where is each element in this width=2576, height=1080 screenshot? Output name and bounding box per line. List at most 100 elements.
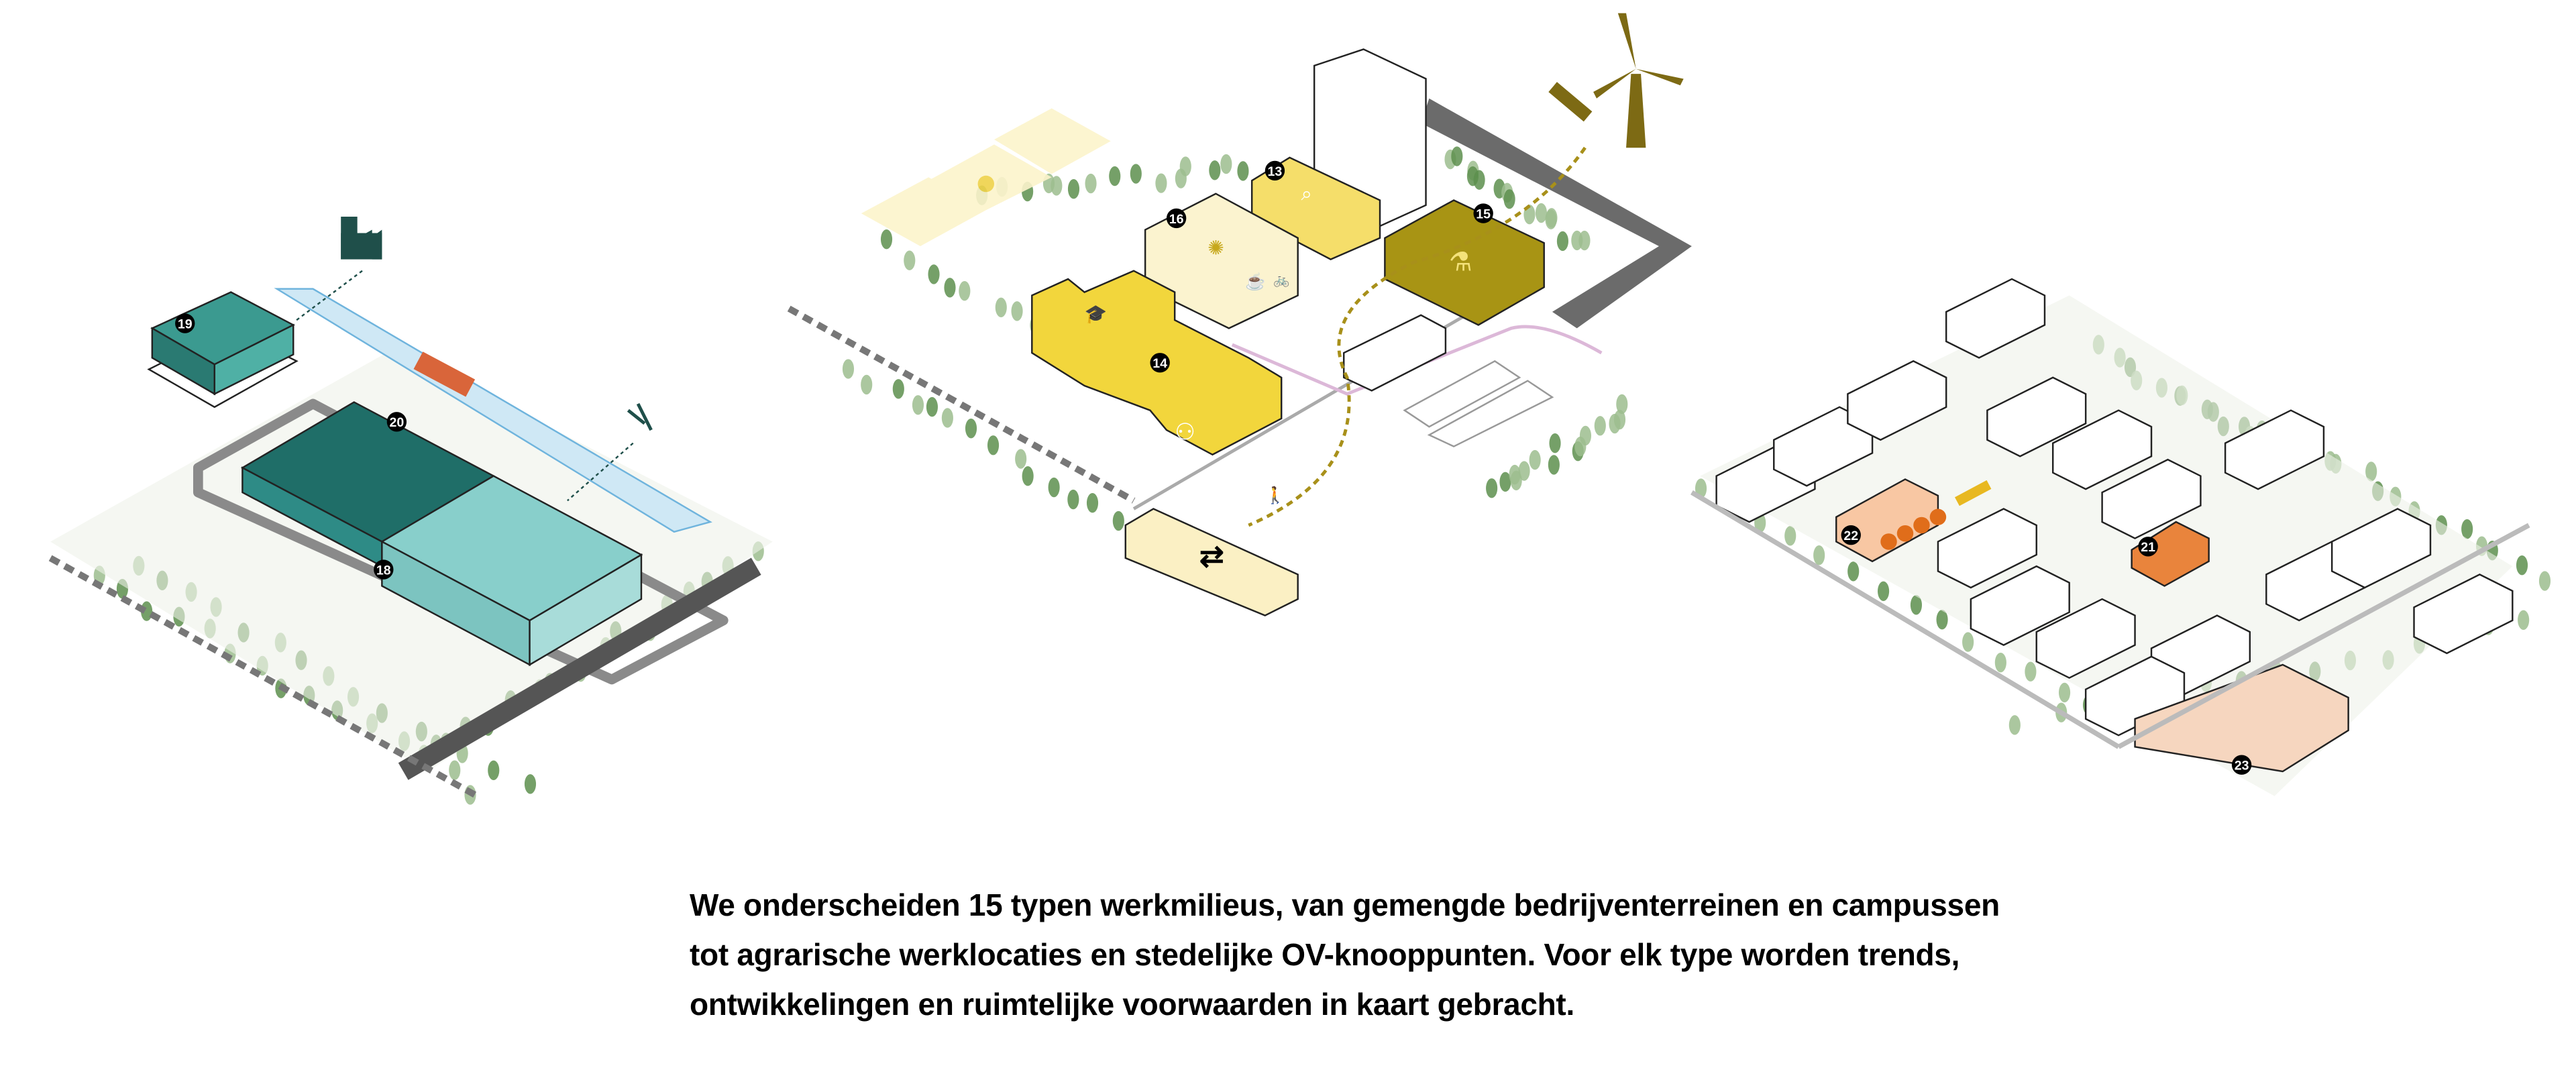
highway-curve: [1421, 98, 1692, 329]
tree: [1015, 449, 1027, 469]
tree: [861, 374, 873, 395]
tree: [1179, 156, 1191, 176]
svg-text:13: 13: [1268, 164, 1283, 179]
tree: [1220, 154, 1232, 174]
train-station-icon: ⇄: [1199, 540, 1224, 573]
tree: [1022, 466, 1034, 486]
svg-text:21: 21: [2141, 540, 2155, 555]
tree: [1910, 595, 1923, 615]
tree: [1048, 477, 1060, 498]
tree: [987, 435, 1000, 455]
tree: [2008, 715, 2021, 735]
urban-building: [1970, 565, 2070, 646]
tree: [2058, 682, 2071, 703]
urban-building: [2051, 409, 2153, 490]
tree: [1209, 160, 1221, 180]
tree: [1847, 561, 1860, 582]
tree: [912, 395, 924, 415]
tree: [1086, 493, 1099, 513]
tree: [2025, 661, 2037, 682]
svg-text:20: 20: [390, 415, 405, 430]
lightbulb-icon: ✺: [1208, 237, 1224, 259]
marker-18: 18: [374, 559, 394, 580]
tree: [488, 760, 500, 780]
tree: [1486, 478, 1498, 498]
highway: [398, 557, 761, 780]
tree: [1112, 510, 1124, 531]
tree: [1109, 166, 1121, 186]
tree: [2461, 519, 2473, 539]
tree: [880, 229, 893, 250]
tree: [2538, 571, 2551, 591]
tree: [1085, 173, 1097, 194]
street: [2117, 523, 2530, 749]
flask-icon: ⚗: [1449, 248, 1472, 277]
tree: [449, 760, 461, 780]
tree: [1548, 455, 1560, 475]
tree: [1451, 146, 1463, 166]
marker-14: 14: [1150, 353, 1170, 373]
tree: [926, 396, 938, 417]
wind-turbine-icon: [1593, 13, 1684, 148]
svg-text:22: 22: [1843, 529, 1858, 543]
tree: [524, 774, 537, 794]
tree: [1155, 173, 1167, 193]
bicycle-icon: 🚲: [1273, 272, 1289, 287]
tree: [1067, 489, 1079, 510]
caption-line: ontwikkelingen en ruimtelijke voorwaarde…: [690, 987, 1574, 1022]
tree: [995, 297, 1007, 317]
tree: [941, 408, 953, 428]
walking-route: [1248, 146, 1587, 527]
tree: [1578, 230, 1591, 251]
factory-icon: [341, 216, 382, 260]
number-markers: 19 20 18 13 16 15 14 22 21 23: [175, 160, 2252, 775]
marker-19: 19: [175, 313, 195, 333]
tree: [2516, 555, 2528, 576]
svg-text:23: 23: [2235, 759, 2249, 773]
urban-building: [1847, 360, 1947, 441]
tree: [1616, 394, 1628, 415]
tree: [2518, 610, 2530, 630]
tree: [959, 281, 971, 301]
marker-22: 22: [1841, 525, 1861, 545]
tree: [1499, 472, 1511, 492]
tree: [1067, 179, 1080, 199]
connector-line: [296, 270, 363, 321]
tree: [892, 379, 904, 399]
tree: [141, 601, 153, 621]
tree: [1994, 652, 2006, 673]
marker-20: 20: [386, 412, 407, 432]
tree: [1962, 632, 1974, 652]
tree: [1051, 176, 1063, 196]
tree: [2365, 462, 2377, 482]
urban-building: [2101, 458, 2202, 539]
ship-icon: [413, 352, 476, 397]
tree: [1594, 416, 1606, 436]
marker-15: 15: [1473, 203, 1493, 223]
caption-line: tot agrarische werklocaties en stedelijk…: [690, 937, 1960, 972]
bike-path: [1231, 325, 1603, 396]
tree: [1579, 425, 1592, 446]
train-station: [1124, 508, 1299, 616]
tree: [1813, 545, 1825, 565]
tree: [1878, 581, 1890, 601]
tree: [944, 278, 956, 298]
marker-16: 16: [1166, 208, 1187, 229]
caption-line: We onderscheiden 15 typen werkmilieus, v…: [690, 887, 2000, 922]
street: [1690, 490, 2120, 749]
tree: [1549, 433, 1561, 453]
tree: [1535, 203, 1548, 223]
caption-text: We onderscheiden 15 typen werkmilieus, v…: [690, 880, 2199, 1029]
urban-building: [1986, 376, 2087, 457]
cluster-campus: ⇄ ⌕ ✺ ☕ ⚗ 🎓 ⚇ 🚶 🚲: [787, 13, 1692, 616]
railway: [787, 305, 1136, 504]
urban-building: [2330, 508, 2432, 589]
urban-building: [2224, 409, 2325, 490]
bus: [1954, 480, 1992, 506]
energy-icon: [627, 402, 653, 431]
cluster-industry: [48, 216, 773, 799]
svg-text:14: 14: [1152, 356, 1167, 371]
building-23: [2134, 663, 2349, 773]
marker-21: 21: [2138, 537, 2158, 557]
